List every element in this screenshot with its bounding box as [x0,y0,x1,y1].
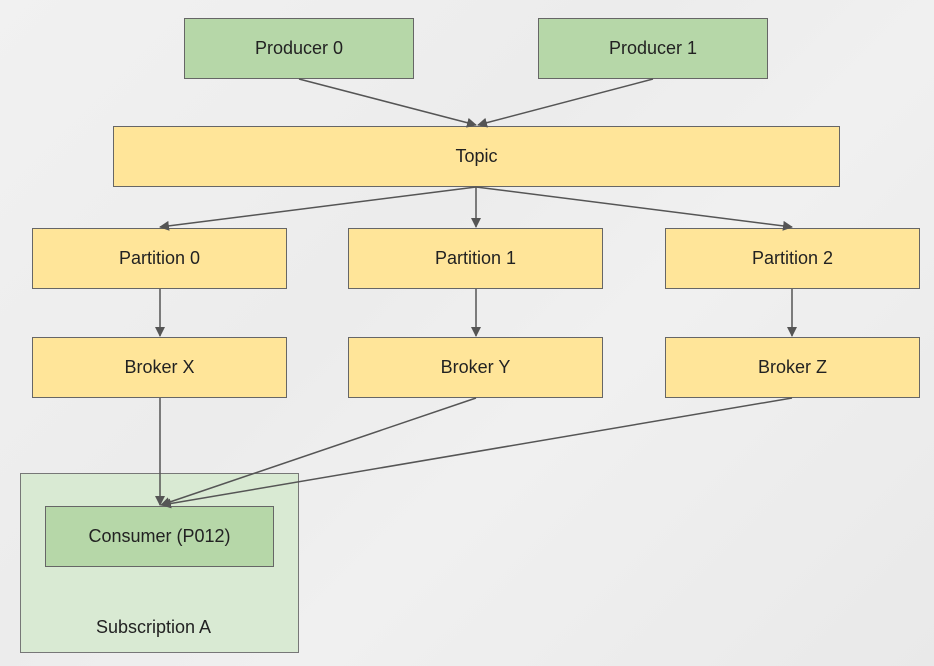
broker-y-node: Broker Y [348,337,603,398]
broker-x-node: Broker X [32,337,287,398]
broker-z-node: Broker Z [665,337,920,398]
consumer-node: Consumer (P012) [45,506,274,567]
edge-topic-partition2 [475,186,793,231]
edge-topic-partition0 [159,186,477,231]
partition-0-node: Partition 0 [32,228,287,289]
subscription-label: Subscription A [96,617,212,637]
partition-1-node: Partition 1 [348,228,603,289]
edge-producer0-topic [298,78,477,128]
partition-2-node: Partition 2 [665,228,920,289]
edge-producer1-topic [477,78,654,128]
producer-1-node: Producer 1 [538,18,768,79]
topic-node: Topic [113,126,840,187]
producer-0-node: Producer 0 [184,18,414,79]
